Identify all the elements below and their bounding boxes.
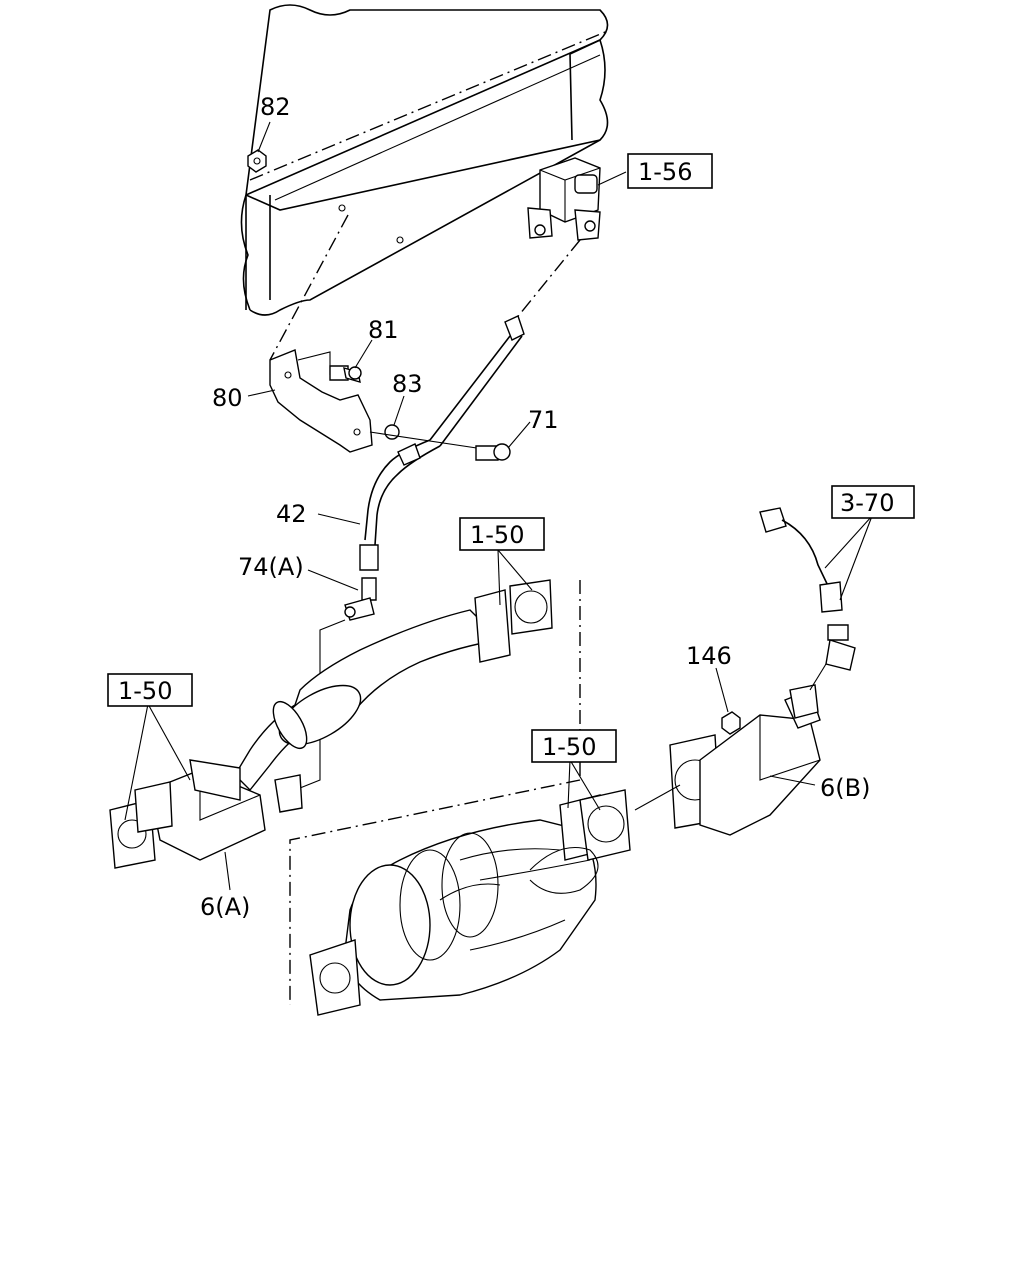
callout-74a: 74(A) bbox=[238, 553, 304, 581]
callout-81: 81 bbox=[368, 316, 399, 344]
callout-6a: 6(A) bbox=[200, 893, 250, 921]
ref-1-56-label: 1-56 bbox=[638, 158, 692, 186]
callout-42: 42 bbox=[276, 500, 307, 528]
sensor-3-70 bbox=[759, 507, 856, 691]
callout-80: 80 bbox=[212, 384, 243, 412]
ref-box-1-50-mid: 1-50 bbox=[531, 729, 617, 763]
bolt-81 bbox=[329, 365, 362, 383]
callout-146: 146 bbox=[686, 642, 732, 670]
ref-box-1-50-left: 1-50 bbox=[107, 673, 193, 707]
elbow-6b bbox=[669, 684, 821, 836]
callout-82: 82 bbox=[260, 93, 291, 121]
front-pipe-6a bbox=[109, 579, 553, 869]
dpf-catalyst bbox=[309, 789, 631, 1016]
solenoid-valve bbox=[527, 157, 601, 241]
ref-box-3-70: 3-70 bbox=[831, 485, 915, 519]
ref-box-1-56: 1-56 bbox=[627, 153, 713, 189]
pipe-42 bbox=[359, 315, 525, 571]
leader-lines bbox=[124, 121, 873, 891]
bolt-71 bbox=[475, 443, 511, 461]
callout-6b: 6(B) bbox=[820, 774, 870, 802]
nut-146 bbox=[721, 711, 741, 735]
callout-71: 71 bbox=[528, 406, 559, 434]
clamp-83 bbox=[369, 424, 491, 451]
ref-3-70-label: 3-70 bbox=[840, 489, 894, 517]
ref-1-50-mid-label: 1-50 bbox=[542, 733, 596, 761]
ref-1-50-left-label: 1-50 bbox=[118, 677, 172, 705]
ref-1-50-top-label: 1-50 bbox=[470, 521, 524, 549]
callout-83: 83 bbox=[392, 370, 423, 398]
sensor-74a bbox=[344, 577, 377, 621]
ref-box-1-50-top: 1-50 bbox=[459, 517, 545, 551]
frame-rail bbox=[240, 4, 611, 316]
nut-82 bbox=[247, 149, 267, 173]
